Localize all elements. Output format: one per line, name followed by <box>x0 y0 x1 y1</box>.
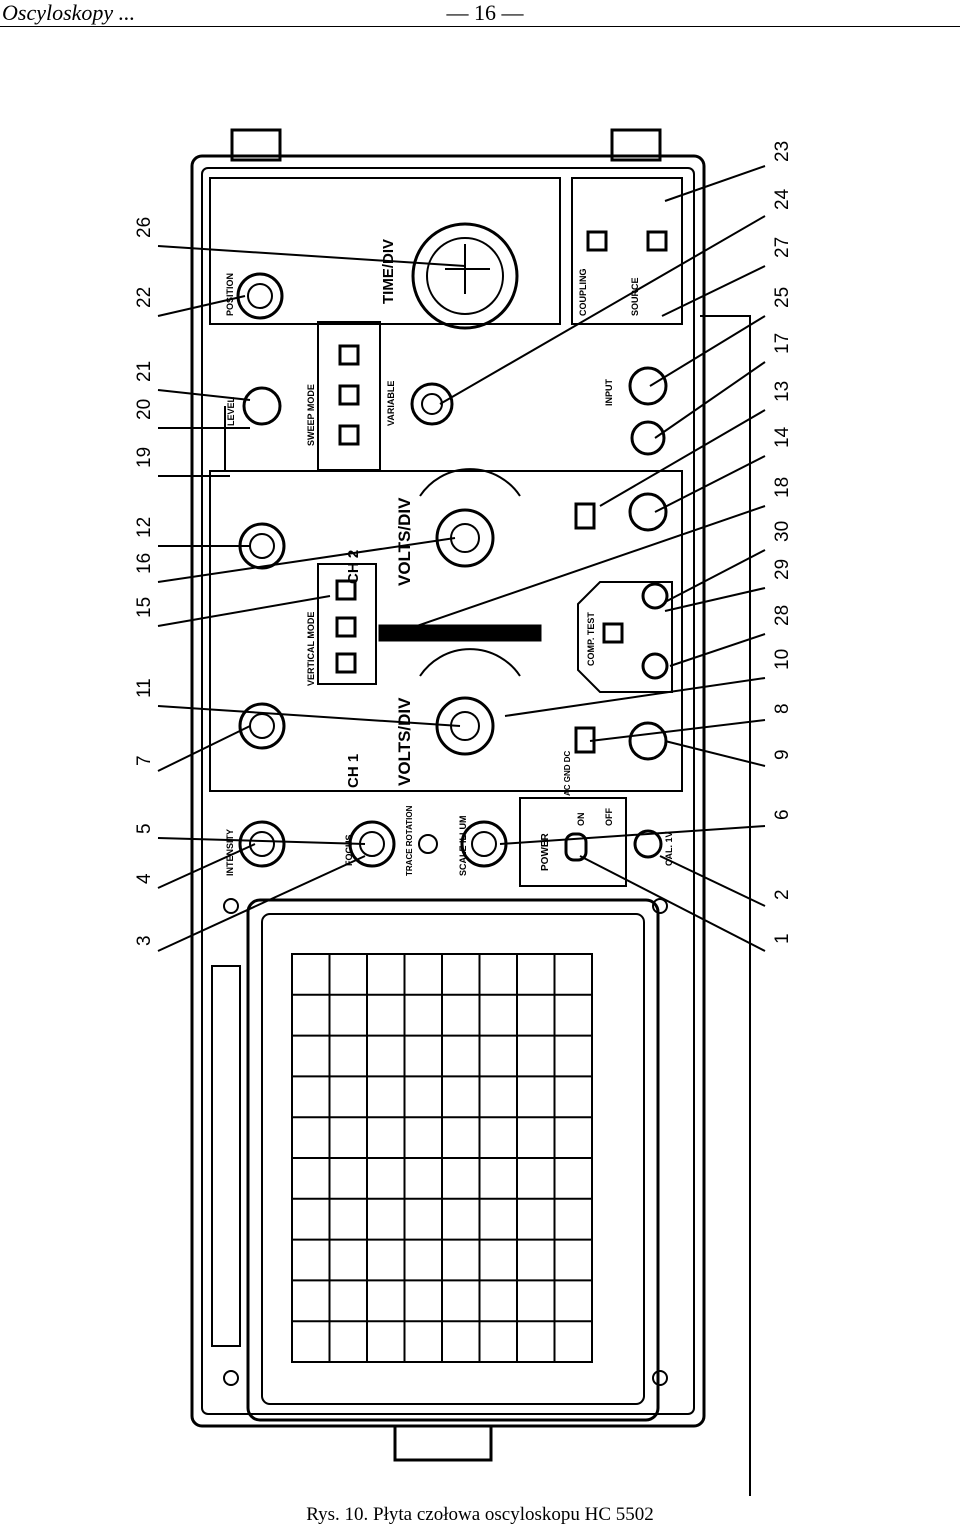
ground-jack <box>630 420 666 456</box>
sweep-mode-section <box>317 321 381 471</box>
callout-20: 20 <box>134 399 155 420</box>
top-foot-left <box>230 128 282 162</box>
level-knob <box>242 386 282 426</box>
label-sweep-mode: SWEEP MODE <box>306 384 316 446</box>
comp-test-jack-2 <box>641 652 669 680</box>
callout-19: 19 <box>134 447 155 468</box>
ch1-position-knob <box>238 702 286 750</box>
label-coupling: COUPLING <box>578 268 588 316</box>
callout-3: 3 <box>134 935 155 946</box>
label-time-div: TIME/DIV <box>380 239 397 304</box>
variable-knob <box>410 382 454 426</box>
label-volts-div-ch1: VOLTS/DIV <box>395 697 414 786</box>
label-position: POSITION <box>225 273 235 316</box>
coupling-switch <box>586 230 608 252</box>
graticule-grid <box>291 953 593 1363</box>
callout-25: 25 <box>772 287 793 308</box>
source-switch <box>646 230 668 252</box>
ch1-volts-div-knob <box>435 696 495 756</box>
power-switch <box>564 832 588 862</box>
callout-30: 30 <box>772 521 793 542</box>
ch1-input-jack <box>628 721 668 761</box>
page-number: — 16 — <box>446 0 524 25</box>
leader-lines <box>157 165 766 952</box>
bottom-handle <box>393 1424 493 1462</box>
label-variable: VARIABLE <box>386 381 396 426</box>
callout-16: 16 <box>134 553 155 574</box>
callout-29: 29 <box>772 559 793 580</box>
label-focus: FOCUS <box>344 835 354 867</box>
label-volts-div-ch2: VOLTS/DIV <box>395 497 414 586</box>
running-title: Oscyloskopy ... <box>2 0 136 25</box>
panel-labels: TIME/DIV VOLTS/DIV VOLTS/DIV CH 1 CH 2 P… <box>225 239 674 876</box>
callout-12: 12 <box>134 517 155 538</box>
label-on: ON <box>576 813 586 827</box>
label-power: POWER <box>540 832 551 871</box>
side-bracket <box>700 315 751 1531</box>
callout-11: 11 <box>134 678 155 698</box>
label-scale-illum: SCALE ILLUM <box>458 816 468 877</box>
vertical-mode-section <box>317 563 377 685</box>
callout-2: 2 <box>772 889 793 900</box>
label-cal: CAL. 1V <box>664 831 674 866</box>
outer-casing <box>190 154 706 1428</box>
side-label-slot <box>211 965 241 1347</box>
callout-4: 4 <box>134 873 155 884</box>
label-source: SOURCE <box>630 277 640 316</box>
callout-6: 6 <box>772 809 793 820</box>
top-foot-right <box>610 128 662 162</box>
label-ac-gnd-dc: AC GND DC <box>563 750 572 796</box>
callout-numbers: 26 22 21 20 19 12 16 15 11 7 5 4 3 23 24… <box>134 141 793 946</box>
ext-trigger-input <box>628 366 668 406</box>
figure-caption: Rys. 10. Płyta czołowa oscyloskopu HC 55… <box>306 1504 654 1525</box>
label-trace-rotation: TRACE ROTATION <box>405 805 414 876</box>
label-vertical-mode: VERTICAL MODE <box>306 612 316 686</box>
callout-14: 14 <box>772 426 793 448</box>
x-position-knob <box>236 272 284 320</box>
callout-18: 18 <box>772 477 793 498</box>
label-intensity: INTENSITY <box>225 829 235 876</box>
callout-13: 13 <box>772 381 793 402</box>
label-ch1: CH 1 <box>345 754 362 788</box>
callout-5: 5 <box>134 823 155 834</box>
ch2-volts-div-knob <box>435 508 495 568</box>
callout-9: 9 <box>772 749 793 760</box>
label-input: INPUT <box>604 378 614 406</box>
ch2-coupling-switch <box>574 502 596 530</box>
trigger-section <box>571 177 683 325</box>
callout-17: 17 <box>772 333 793 354</box>
callout-21: 21 <box>134 361 155 382</box>
intensity-knob <box>238 820 286 868</box>
callout-28: 28 <box>772 605 793 626</box>
callout-15: 15 <box>134 597 155 618</box>
ch2-input-jack <box>628 492 668 532</box>
callout-22: 22 <box>134 287 155 308</box>
label-off: OFF <box>604 808 614 826</box>
time-div-knob <box>411 222 519 330</box>
callout-26: 26 <box>134 217 155 238</box>
crt-bezel <box>246 898 660 1422</box>
scale-illum-knob <box>460 820 508 868</box>
callout-8: 8 <box>772 703 793 714</box>
callout-27: 27 <box>772 237 793 258</box>
trace-rotation-screw <box>418 834 438 854</box>
callout-24: 24 <box>772 188 793 210</box>
comp-test-jack-1 <box>641 582 669 610</box>
callout-23: 23 <box>772 141 793 162</box>
label-comp-test: COMP. TEST <box>586 612 596 666</box>
page-header: Oscyloskopy ... — 16 — <box>0 0 960 27</box>
callout-7: 7 <box>134 755 155 766</box>
callout-10: 10 <box>772 649 793 670</box>
callout-1: 1 <box>772 933 793 944</box>
oscilloscope-front-panel-figure: 26 22 21 20 19 12 16 15 11 7 5 4 3 23 24… <box>0 26 960 1531</box>
label-level: LEVEL <box>226 396 236 426</box>
cal-terminal <box>633 829 663 859</box>
vertical-section <box>209 470 683 792</box>
front-panel-drawing: 26 22 21 20 19 12 16 15 11 7 5 4 3 23 24… <box>134 128 793 1531</box>
label-ch2: CH 2 <box>345 550 362 584</box>
timebase-section <box>209 177 561 325</box>
center-divider-bar <box>378 624 542 642</box>
inner-casing <box>201 167 695 1415</box>
